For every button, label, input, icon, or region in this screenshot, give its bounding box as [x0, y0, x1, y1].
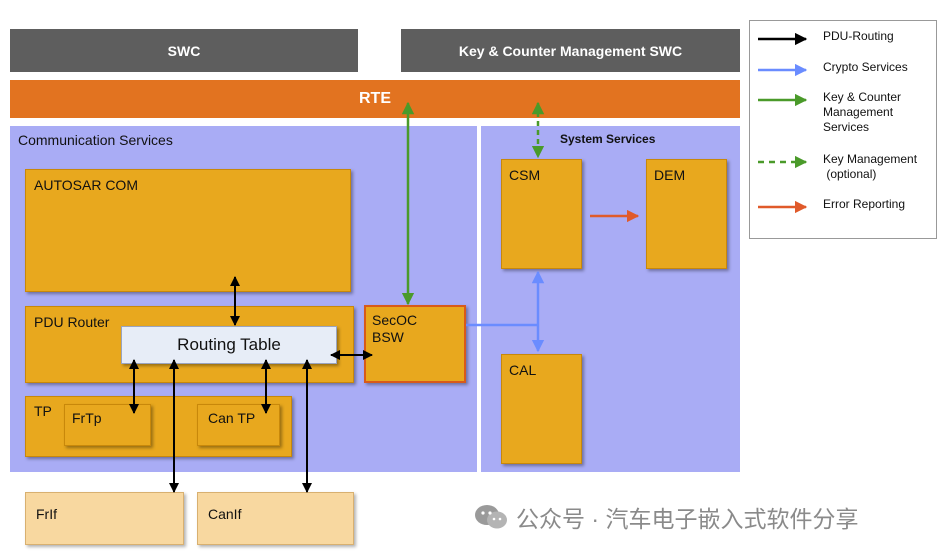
swc-label: SWC: [167, 42, 201, 59]
bsw-label: BSW: [372, 329, 404, 345]
watermark: 公众号 · 汽车电子嵌入式软件分享: [474, 500, 858, 534]
legend-error-reporting: Error Reporting: [750, 195, 936, 235]
tp-label: TP: [34, 403, 52, 419]
legend-key-management: Key Management (optional): [750, 150, 936, 190]
legend-key-management-line2: (optional): [823, 167, 877, 181]
autosar-com-label: AUTOSAR COM: [34, 177, 138, 193]
key-counter-swc-bar: Key & Counter Management SWC: [401, 29, 740, 72]
cantp-label: Can TP: [208, 410, 256, 426]
routing-table-box: Routing Table: [121, 326, 337, 364]
legend-pdu-routing: PDU-Routing: [750, 27, 936, 67]
watermark-text: 公众号 · 汽车电子嵌入式软件分享: [516, 506, 859, 532]
rte-label: RTE: [359, 90, 391, 107]
legend-key-counter-arrow: [758, 93, 808, 107]
legend-crypto-arrow: [758, 63, 808, 77]
legend: PDU-Routing Crypto Services Key & Counte…: [749, 20, 937, 239]
legend-key-management-arrow: [758, 155, 808, 169]
legend-pdu-routing-label: PDU-Routing: [823, 29, 894, 43]
legend-key-counter-line2: Management: [823, 105, 894, 119]
csm-label: CSM: [509, 167, 541, 183]
legend-error-reporting-arrow: [758, 200, 808, 214]
legend-crypto-label: Crypto Services: [823, 60, 908, 74]
communication-services-title: Communication Services: [18, 132, 173, 148]
swc-bar: SWC: [10, 29, 358, 72]
cal-label: CAL: [509, 362, 537, 378]
frif-label: FrIf: [36, 506, 57, 522]
key-counter-swc-label: Key & Counter Management SWC: [458, 42, 683, 59]
frif-box: FrIf: [25, 492, 184, 545]
legend-crypto: Crypto Services: [750, 58, 936, 98]
frtp-label: FrTp: [72, 410, 102, 426]
secoc-label: SecOC: [372, 312, 418, 328]
legend-error-reporting-label: Error Reporting: [823, 197, 906, 211]
dem-label: DEM: [654, 167, 686, 183]
legend-key-counter-line3: Services: [823, 120, 870, 134]
legend-pdu-routing-arrow: [758, 32, 808, 46]
canif-label: CanIf: [208, 506, 242, 522]
system-services-title: System Services: [560, 132, 656, 146]
routing-table-label: Routing Table: [177, 335, 281, 354]
canif-box: CanIf: [197, 492, 354, 545]
dem-box: DEM: [646, 159, 727, 269]
legend-key-counter-line1: Key & Counter: [823, 90, 902, 104]
cal-box: CAL: [501, 354, 582, 464]
rte-bar: RTE: [10, 80, 740, 118]
csm-box: CSM: [501, 159, 582, 269]
legend-key-counter: Key & Counter Management Services: [750, 88, 936, 138]
wechat-icon: [475, 505, 507, 529]
pdu-router-label: PDU Router: [34, 314, 110, 330]
secoc-bsw-box: SecOC BSW: [364, 305, 466, 383]
legend-key-management-line1: Key Management: [823, 152, 918, 166]
autosar-com-box: AUTOSAR COM: [25, 169, 351, 292]
